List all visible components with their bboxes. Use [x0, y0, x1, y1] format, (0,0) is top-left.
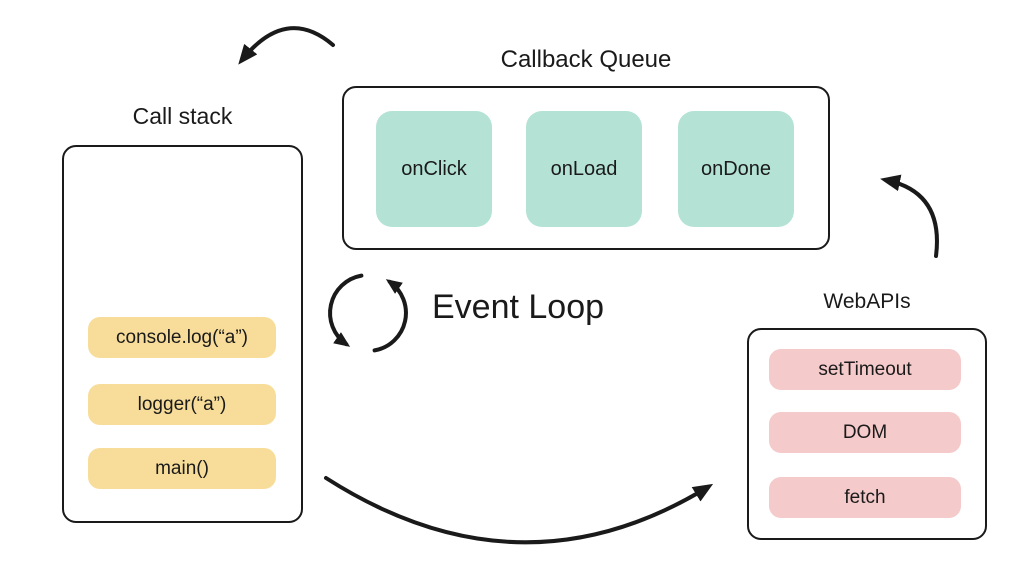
stack-frame: main() — [88, 448, 276, 489]
arrow-stack-to-webapis-icon — [324, 476, 714, 545]
stack-frame: console.log(“a”) — [88, 317, 276, 358]
callback-card: onDone — [678, 111, 794, 227]
callback-queue-box: onClick onLoad onDone — [342, 86, 830, 250]
callback-card: onLoad — [526, 111, 642, 227]
webapis-title: WebAPIs — [823, 290, 911, 313]
webapi-item: DOM — [769, 412, 961, 453]
arrow-queue-to-stack-icon — [238, 26, 335, 65]
callback-queue-title: Callback Queue — [500, 46, 672, 73]
callback-card: onClick — [376, 111, 492, 227]
call-stack-box: console.log(“a”) logger(“a”) main() — [62, 145, 303, 523]
arrow-webapis-to-queue-icon — [880, 174, 939, 258]
event-loop-label: Event Loop — [432, 288, 605, 326]
call-stack-title: Call stack — [132, 103, 233, 129]
webapis-box: setTimeout DOM fetch — [747, 328, 987, 540]
webapi-item: fetch — [769, 477, 961, 518]
webapi-item: setTimeout — [769, 349, 961, 390]
stack-frame: logger(“a”) — [88, 384, 276, 425]
event-loop-icon — [328, 273, 408, 353]
